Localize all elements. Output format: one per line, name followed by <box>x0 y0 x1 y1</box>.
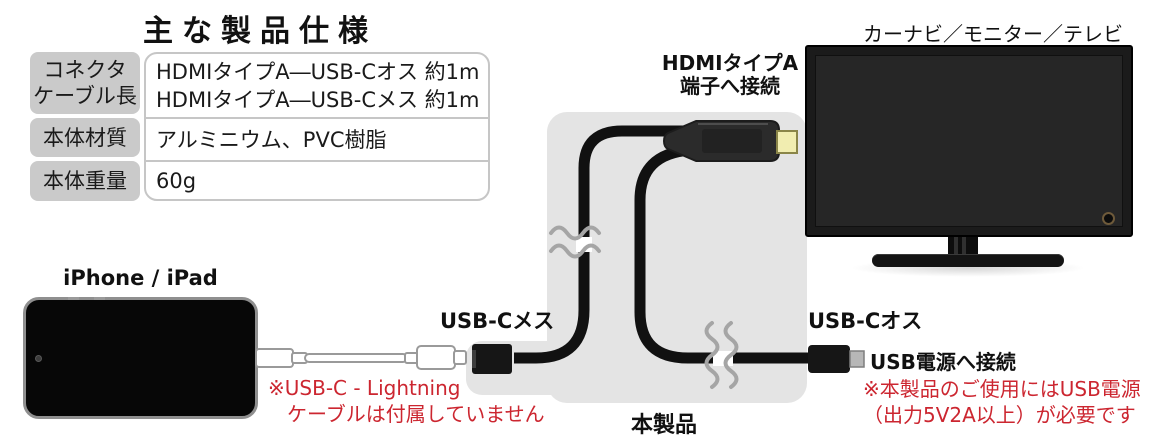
page-title: 主な製品仕様 <box>143 14 377 49</box>
tv-label: カーナビ／モニター／テレビ <box>863 22 1123 46</box>
phone-camera-dot <box>35 355 42 362</box>
hdmi-connect-label: HDMIタイプA 端子へ接続 <box>661 51 799 98</box>
phone-label: iPhone / iPad <box>63 266 218 290</box>
tv-stand-neck <box>948 237 978 256</box>
tv-power-indicator <box>1102 212 1115 225</box>
spec-row-header-weight: 本体重量 <box>30 161 140 201</box>
spec-row-header-cable-length: コネクタ ケーブル長 <box>30 52 140 114</box>
spec-value-text: HDMIタイプA―USB-Cオス 約1m HDMIタイプA―USB-Cメス 約1… <box>156 59 480 112</box>
spec-value-text: アルミニウム、PVC樹脂 <box>156 127 387 152</box>
lightning-plug <box>255 348 294 368</box>
spec-row-header-text: 本体重量 <box>43 169 127 193</box>
iphone-illustration <box>23 297 258 419</box>
lightning-cable-cord <box>304 353 408 363</box>
tv-screen <box>815 55 1123 227</box>
lightning-usbc-tip <box>453 350 467 365</box>
usbc-male-plug-tip <box>849 350 865 368</box>
usb-power-label: USB電源へ接続 <box>870 350 1016 374</box>
lightning-cable-neck <box>291 352 308 364</box>
spec-row-header-text: コネクタ ケーブル長 <box>33 58 137 108</box>
note-usb-power-required: ※本製品のご使用にはUSB電源 （出力5V2A以上）が必要です <box>863 377 1141 428</box>
lightning-cable-neck <box>404 352 420 364</box>
spec-value-weight: 60g <box>146 160 488 199</box>
lightning-usbc-connector <box>416 345 456 370</box>
tv-stand-base <box>872 254 1064 267</box>
note-lightning-not-included: ※USB-C - Lightning ケーブルは付属していません <box>268 376 545 427</box>
usbc-female-label: USB-Cメス <box>440 309 555 333</box>
product-label: 本製品 <box>631 413 698 438</box>
diagram-panel <box>547 112 807 403</box>
spec-value-text: 60g <box>156 168 197 193</box>
spec-table-values: HDMIタイプA―USB-Cオス 約1m HDMIタイプA―USB-Cメス 約1… <box>144 52 490 201</box>
tv-illustration <box>805 45 1133 237</box>
spec-value-cable-length: HDMIタイプA―USB-Cオス 約1m HDMIタイプA―USB-Cメス 約1… <box>146 54 488 117</box>
phone-button <box>68 297 79 300</box>
phone-button <box>94 297 105 300</box>
usbc-male-connector <box>808 345 850 373</box>
spec-row-header-text: 本体材質 <box>43 125 127 150</box>
spec-value-material: アルミニウム、PVC樹脂 <box>146 117 488 160</box>
spec-row-header-material: 本体材質 <box>30 118 140 157</box>
usbc-male-label: USB-Cオス <box>808 309 923 333</box>
